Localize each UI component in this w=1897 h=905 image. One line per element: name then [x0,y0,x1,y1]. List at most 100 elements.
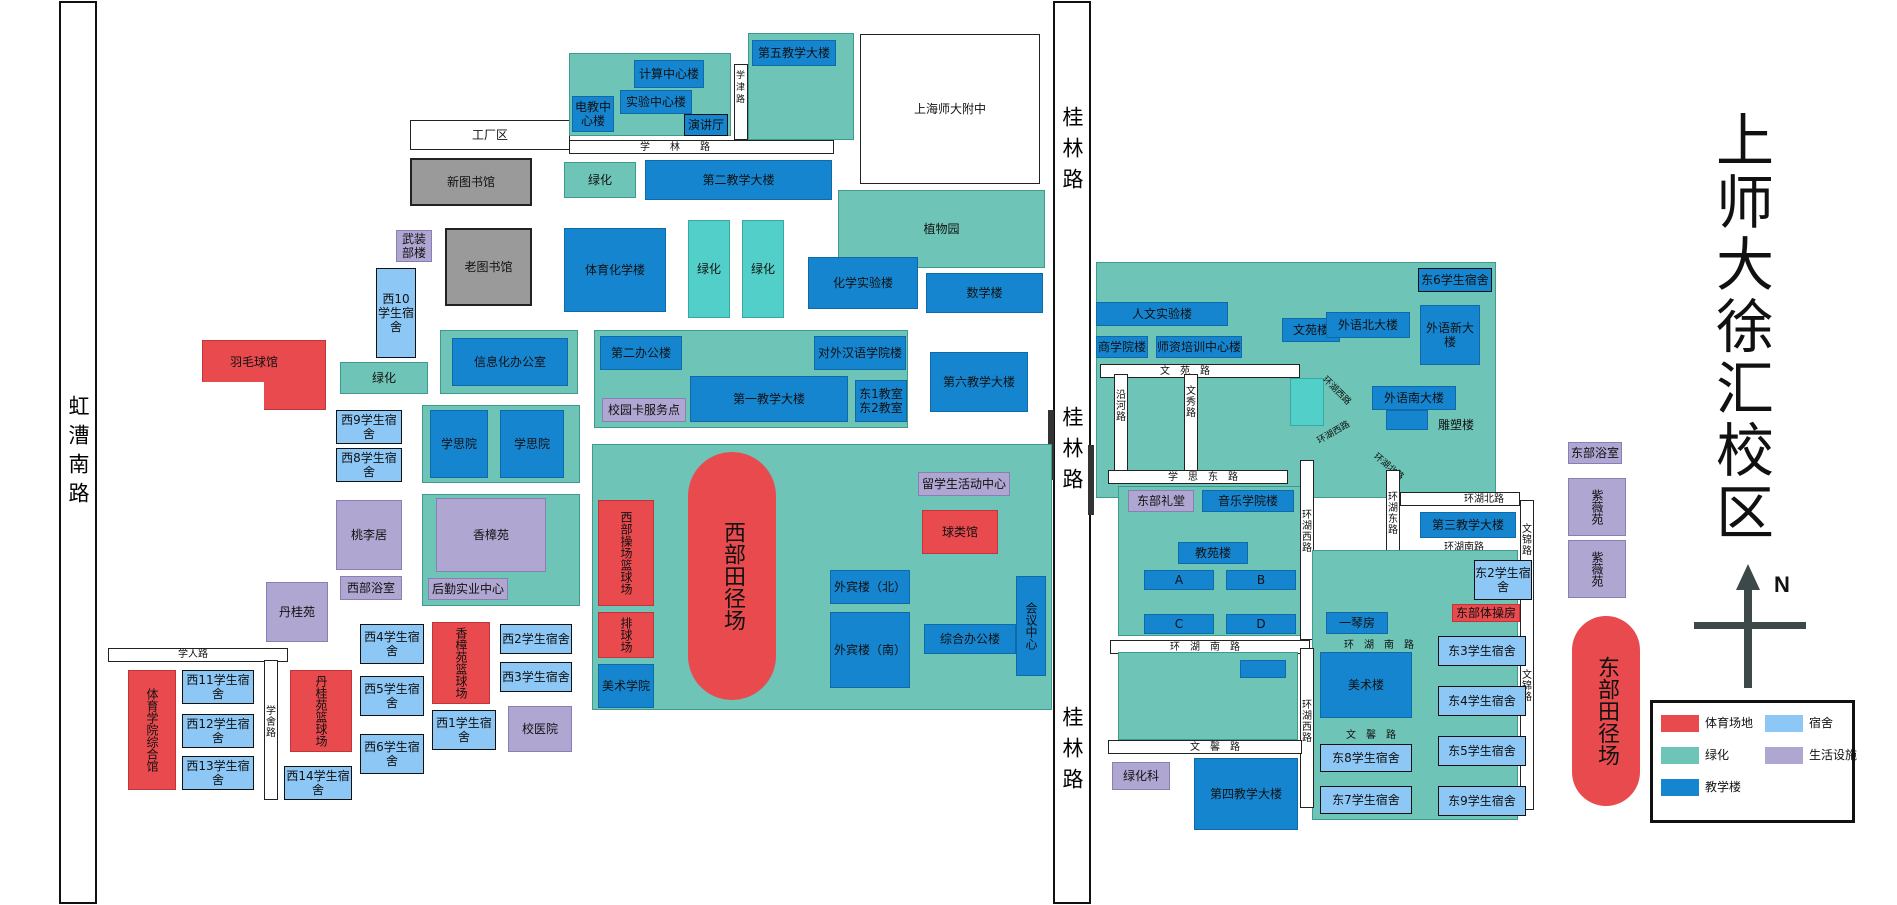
building-duiwai[interactable]: 对外汉语学院楼 [814,336,906,370]
building-houqin[interactable]: 后勤实业中心 [428,578,508,600]
building-huaxue[interactable]: 化学实验楼 [808,257,918,309]
dorm-dong6[interactable]: 东6学生宿舍 [1418,268,1492,292]
building-dianjiao[interactable]: 电教中心楼 [572,96,614,132]
dorm-xi4[interactable]: 西4学生宿舍 [360,624,424,664]
building-dongbuyushi[interactable]: 东部浴室 [1568,442,1622,464]
dorm-dong5[interactable]: 东5学生宿舍 [1438,736,1526,766]
building-yanjiang[interactable]: 演讲厅 [684,114,728,136]
building-dier[interactable]: 第二教学大楼 [645,160,832,200]
building-fuzhong[interactable]: 上海师大附中 [860,34,1040,184]
dorm-dong8[interactable]: 东8学生宿舍 [1320,744,1412,772]
building-b[interactable]: B [1226,570,1296,590]
building-xintushu[interactable]: 新图书馆 [410,158,532,206]
building-liuxuesheng[interactable]: 留学生活动中心 [918,472,1010,496]
garden-zhiwu[interactable]: 植物园 [838,190,1045,268]
building-dong12[interactable]: 东1教室东2教室 [855,380,907,422]
road-label: 文锦路 [1522,670,1532,703]
sport-xibulanqiu[interactable]: 西部操场篮球场 [598,500,654,606]
building-shuxue[interactable]: 数学楼 [926,273,1043,313]
dorm-xi8[interactable]: 西8学生宿舍 [336,448,402,482]
building-lvhuake[interactable]: 绿化科 [1112,762,1170,790]
building-disi[interactable]: 第四教学大楼 [1194,758,1298,830]
sport-dongbuticao[interactable]: 东部体操房 [1452,604,1520,622]
dorm-dong7[interactable]: 东7学生宿舍 [1320,786,1412,814]
sport-qiulei[interactable]: 球类馆 [922,510,998,554]
sport-yumao[interactable]: 羽毛球馆 [202,340,326,410]
dorm-xi3[interactable]: 西3学生宿舍 [500,662,572,692]
dorm-dong4[interactable]: 东4学生宿舍 [1438,686,1526,716]
building-a[interactable]: A [1144,570,1214,590]
dorm-dong3[interactable]: 东3学生宿舍 [1438,636,1526,666]
building-waiyuxin[interactable]: 外语新大楼 [1420,305,1480,365]
building-dangui[interactable]: 丹桂苑 [266,582,328,642]
building-xinxi[interactable]: 信息化办公室 [452,338,568,386]
building-disan[interactable]: 第三教学大楼 [1420,512,1516,538]
sport-paiqiu[interactable]: 排球场 [598,612,654,658]
legend-label: 体育场地 [1705,716,1754,730]
dorm-xi11[interactable]: 西11学生宿舍 [182,670,254,704]
building-yinyue[interactable]: 音乐学院楼 [1202,490,1294,512]
building-zonghe[interactable]: 综合办公楼 [924,624,1016,654]
building-meishu[interactable]: 美术学院 [598,664,654,708]
dorm-xi6[interactable]: 西6学生宿舍 [360,734,424,774]
building-waiyunan[interactable]: 外语南大楼 [1372,386,1456,410]
label: 香樟苑篮球场 [454,627,468,699]
building-yiqin[interactable]: 一琴房 [1326,612,1388,634]
building-meishulou[interactable]: 美术楼 [1320,652,1412,718]
sport-xiangzhanglq[interactable]: 香樟苑篮球场 [432,622,490,704]
legend-swatch [1661,747,1699,764]
building-shangxue[interactable]: 商学院楼 [1096,336,1148,358]
building-xibuyushi[interactable]: 西部浴室 [340,576,402,600]
building-huiyi[interactable]: 会议中心 [1016,576,1046,676]
building-gongchang[interactable]: 工厂区 [410,120,570,150]
building-xiaoyuanka[interactable]: 校园卡服务点 [602,398,686,422]
building-waibinnan[interactable]: 外宾楼（南） [830,612,910,688]
dorm-xi10[interactable]: 西10学生宿舍 [376,268,416,358]
street-label: 桂林路 [1060,705,1084,799]
dorm-xi2[interactable]: 西2学生宿舍 [500,624,572,654]
building-diyi[interactable]: 第一教学大楼 [690,376,848,422]
building-waiyubei[interactable]: 外语北大楼 [1326,312,1410,338]
road-label: 沿河路 [1116,390,1126,423]
building-shiyan[interactable]: 实验中心楼 [620,90,692,114]
building-tiyuhua[interactable]: 体育化学楼 [564,228,666,312]
building-shizi[interactable]: 师资培训中心楼 [1156,336,1242,358]
building-jiaoyuan[interactable]: 教苑楼 [1178,542,1248,564]
legend-label: 绿化 [1705,748,1730,762]
building-xiangzhang[interactable]: 香樟苑 [436,498,546,572]
building-wuzhuang[interactable]: 武装部楼 [396,230,432,262]
building-taoli[interactable]: 桃李居 [336,500,402,570]
building-laotushu[interactable]: 老图书馆 [445,228,532,306]
dorm-xi12[interactable]: 西12学生宿舍 [182,714,254,748]
road-wenyuan [1100,364,1300,378]
dorm-dong9[interactable]: 东9学生宿舍 [1438,786,1526,816]
building-ziwei1[interactable]: 紫薇苑 [1568,478,1626,536]
dorm-xi13[interactable]: 西13学生宿舍 [182,756,254,790]
dorm-xi9[interactable]: 西9学生宿舍 [336,410,402,444]
building-south-small[interactable] [1240,660,1286,678]
building-waibinbei[interactable]: 外宾楼（北） [830,570,910,604]
building-xuesi2[interactable]: 学思院 [500,410,564,478]
building-waiyunan-annex[interactable] [1386,410,1428,430]
building-xuesi1[interactable]: 学思院 [430,410,488,478]
sport-danguilq[interactable]: 丹桂苑篮球场 [290,670,352,752]
building-jisuan[interactable]: 计算中心楼 [634,60,704,88]
sport-xibutj[interactable]: 西部田径场 [688,452,776,700]
dorm-xi14[interactable]: 西14学生宿舍 [284,766,352,800]
sport-dongbutj[interactable]: 东部田径场 [1572,616,1640,806]
building-dierban[interactable]: 第二办公楼 [600,336,682,370]
building-d[interactable]: D [1226,614,1296,634]
building-dongbuliting[interactable]: 东部礼堂 [1128,490,1194,512]
dorm-dong2[interactable]: 东2学生宿舍 [1474,560,1532,600]
compass-label: N [1774,572,1790,597]
sport-tiyuxueyuan[interactable]: 体育学院综合馆 [128,670,176,790]
building-diliu[interactable]: 第六教学大楼 [930,352,1028,412]
building-xiaoyiyuan[interactable]: 校医院 [508,706,572,752]
building-diaosu[interactable]: 雕塑楼 [1438,418,1475,432]
dorm-xi5[interactable]: 西5学生宿舍 [360,676,424,716]
building-renwen[interactable]: 人文实验楼 [1096,302,1228,326]
building-diwu[interactable]: 第五教学大楼 [752,40,836,66]
building-ziwei2[interactable]: 紫薇苑 [1568,540,1626,598]
dorm-xi1[interactable]: 西1学生宿舍 [432,710,496,750]
building-c[interactable]: C [1144,614,1214,634]
